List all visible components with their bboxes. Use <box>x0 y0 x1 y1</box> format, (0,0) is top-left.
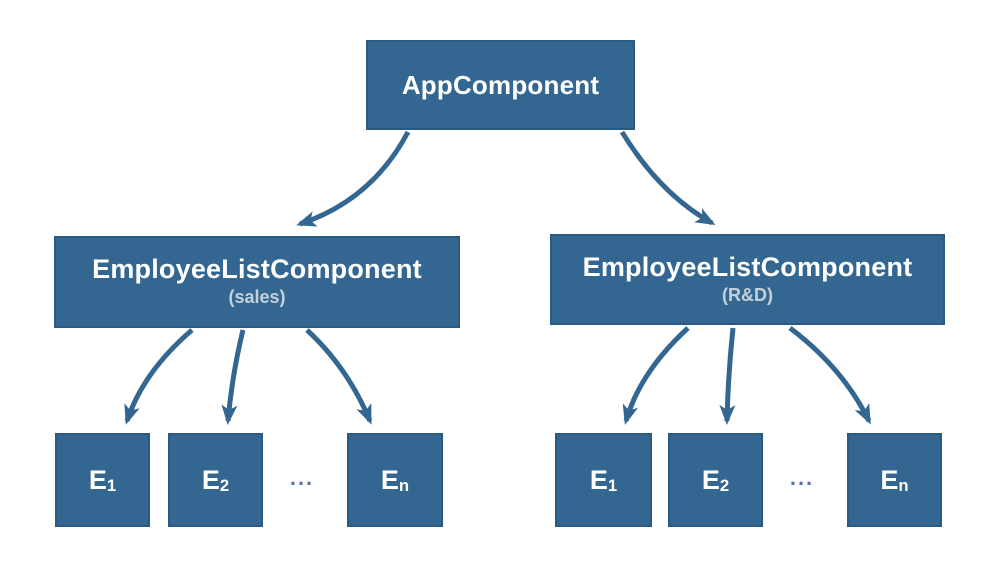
node-sublabel: (R&D) <box>722 284 773 305</box>
arrow-root-to-sales <box>296 130 411 227</box>
node-label: E2 <box>202 465 229 496</box>
label-subscript: n <box>398 475 410 495</box>
node-sales-employee-2: E2 <box>168 433 263 527</box>
node-label: EmployeeListComponent <box>582 251 913 282</box>
label-base: E <box>380 464 399 495</box>
label-subscript: 1 <box>106 475 117 495</box>
arrow-rnd-to-e1 <box>622 326 690 425</box>
arrow-root-to-rnd <box>619 130 716 226</box>
node-sales-employee-1: E1 <box>55 433 150 527</box>
label-subscript: n <box>898 475 909 495</box>
node-label: E2 <box>702 465 729 496</box>
node-label: EmployeeListComponent <box>92 254 422 285</box>
label-base: E <box>201 464 220 495</box>
label-subscript: 2 <box>219 475 230 495</box>
node-app-component: AppComponent <box>366 40 635 130</box>
ellipsis-rnd: ... <box>789 465 815 490</box>
node-rnd-employee-1: E1 <box>555 433 652 527</box>
label-subscript: 1 <box>607 475 618 495</box>
label-base: E <box>88 464 107 495</box>
arrow-sales-to-e2 <box>221 329 246 425</box>
node-rnd-employee-n: En <box>847 433 942 527</box>
label-base: E <box>880 464 899 495</box>
node-rnd-employee-2: E2 <box>668 433 763 527</box>
node-sales-employee-n: En <box>347 433 443 527</box>
label-base: E <box>701 464 720 495</box>
arrow-sales-to-e1 <box>124 328 194 425</box>
arrow-rnd-to-e2 <box>719 327 736 425</box>
label-base: E <box>589 464 608 495</box>
node-sublabel: (sales) <box>228 287 286 308</box>
ellipsis-sales: ... <box>289 465 315 490</box>
node-label: En <box>381 465 409 496</box>
node-label: AppComponent <box>401 69 600 100</box>
node-label: E1 <box>89 465 116 496</box>
arrow-sales-to-en <box>305 328 373 425</box>
node-employee-list-sales: EmployeeListComponent (sales) <box>54 236 460 328</box>
arrow-rnd-to-en <box>788 326 872 425</box>
node-label: E1 <box>590 465 617 496</box>
node-employee-list-rnd: EmployeeListComponent (R&D) <box>550 234 945 325</box>
node-label: En <box>880 465 908 496</box>
label-subscript: 2 <box>719 475 730 495</box>
